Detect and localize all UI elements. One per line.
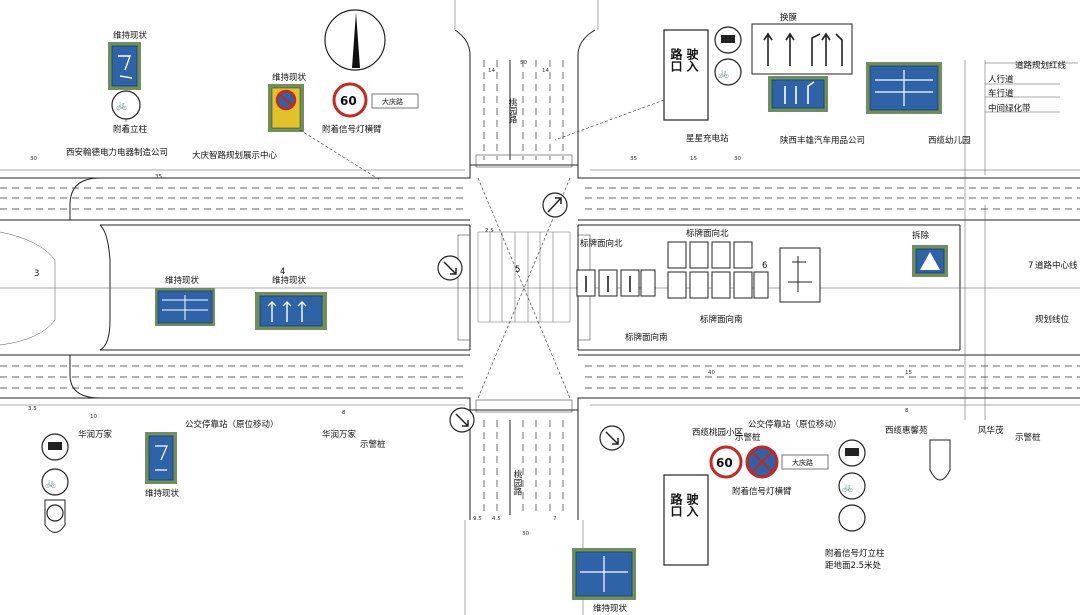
dim-10: 10 <box>90 414 97 420</box>
maintain-label-bottom-left: 维持现状 <box>145 488 180 499</box>
warning-pile-2: 示警桩 <box>735 432 761 443</box>
bicycle-icon-bottom-right: 🚲 <box>842 483 853 493</box>
huarun-mid-label: 华润万家 <box>322 429 357 440</box>
dim-50: 50 <box>520 60 527 66</box>
bottom-right-sign-stack: 🚲 附着信号灯立柱 距地面2.5米处 <box>825 439 885 571</box>
warning-pile-3: 示警桩 <box>1015 432 1041 443</box>
dim-25: 2.5 <box>485 228 494 234</box>
kerb-post-right <box>929 439 951 481</box>
center-line-label: 道路中心线 <box>1035 260 1078 271</box>
warning-pile-1: 示警桩 <box>360 439 386 450</box>
bicycle-icon-bottom-left: 🚲 <box>45 479 56 489</box>
kindergarten-label: 西缆幼儿园 <box>928 135 971 146</box>
dim-30: 30 <box>30 156 37 162</box>
sign-face-south-1: 标牌面向南 <box>625 332 668 343</box>
cross-section-4: 4 <box>280 267 285 277</box>
bottom-speed-sign-group: 60 大庆路 附着信号灯横臂 <box>709 445 829 497</box>
replace-film-sign: 换膜 陕西丰雄汽车用品公司 <box>751 12 865 146</box>
xingxing-label: 星星充电站 <box>686 133 729 144</box>
legend-red-line-label: 道路规划红线 <box>1015 60 1067 71</box>
attach-light-pole-label: 附着信号灯立柱 <box>825 548 885 559</box>
direction-sign-top-right: 西缆幼儿园 <box>866 62 971 146</box>
maintain-label-mid: 维持现状 <box>272 275 307 286</box>
huarun-left-label: 华润万家 <box>78 429 113 440</box>
maintain-label-top: 维持现状 <box>113 30 148 41</box>
fengxiong-label: 陕西丰雄汽车用品公司 <box>780 135 865 146</box>
daqing-center-label: 大庆智路规划展示中心 <box>192 150 278 161</box>
turn-sign-top: 驶入 路口 🚲 星星充电站 <box>554 26 742 144</box>
median-sign-left: 维持现状 3 <box>34 269 215 326</box>
xilan-community-label: 西缆桃园小区 <box>692 427 744 438</box>
signal-signs-right: 标牌面向北 标牌面向南 6 <box>667 228 821 325</box>
bicycle-icon-top-right: 🚲 <box>718 69 729 79</box>
bus-stop-left-label: 公交停靠站（原位移动） <box>185 419 279 430</box>
dim-30c: 30 <box>522 531 529 537</box>
maintain-label-mid-left: 维持现状 <box>165 275 200 286</box>
bicycle-icon: 🚲 <box>116 101 127 111</box>
remove-sign: 拆除 <box>912 230 948 277</box>
attach-signal-arm-bottom-label: 附着信号灯横臂 <box>732 486 792 497</box>
bottom-direction-sign: 维持现状 <box>572 548 636 614</box>
sign-face-south-2: 标牌面向南 <box>700 314 743 325</box>
dim-30b: 30 <box>734 156 741 162</box>
bus-stop-right-label: 公交停靠站（原位移动） <box>748 419 842 430</box>
dim-15b: 15 <box>905 370 912 376</box>
dim-40: 40 <box>708 370 715 376</box>
turn-sign-top-col2: 路口 <box>669 47 683 73</box>
east-west-road <box>0 164 1080 411</box>
turn-sign-bottom-col1: 驶入 <box>685 492 699 518</box>
speed-limit-value-bottom: 60 <box>716 456 733 470</box>
attach-pole-label: 附着立柱 <box>113 124 148 135</box>
xilan-huiyuan-label: 西缆惠馨苑 <box>885 425 928 436</box>
remove-label: 拆除 <box>912 230 930 241</box>
cross-section-5: 5 <box>515 265 520 275</box>
median-sign-mid: 维持现状 4 <box>255 267 327 330</box>
legend-roadway-label: 车行道 <box>988 88 1014 99</box>
top-left-sign-group: 维持现状 🚲 附着立柱 <box>108 30 148 135</box>
daqing-road-sign-top: 大庆路 <box>382 97 403 106</box>
plan-line-label: 规划线位 <box>1035 314 1070 325</box>
turn-sign-bottom: 驶入 路口 <box>663 474 709 566</box>
dim-95: 9.5 <box>473 516 482 522</box>
legend: 道路规划红线 人行道 车行道 中间绿化带 道路中心线 规划线位 7 <box>964 60 1078 420</box>
dim-7: 7 <box>553 516 557 522</box>
company-xian-label: 西安翰德电力电器制造公司 <box>66 147 168 158</box>
fenghuamao-label: 风华茂 <box>978 425 1004 436</box>
dim-14a: 14 <box>488 68 495 74</box>
taoyuan-north-label: 桃园路 <box>507 97 517 124</box>
maintain-label-bottom: 维持现状 <box>593 603 628 614</box>
ground-height-label: 距地面2.5米处 <box>825 560 882 571</box>
cross-section-6: 6 <box>762 261 767 271</box>
turn-sign-top-col1: 驶入 <box>685 47 699 73</box>
dim-35b: 35 <box>630 156 637 162</box>
dim-8b: 8 <box>905 408 909 414</box>
bottom-left-photo-sign: 维持现状 <box>145 432 180 499</box>
north-arrow <box>324 9 386 71</box>
no-parking-sign-group: 维持现状 <box>268 72 381 181</box>
attach-signal-arm-top-label: 附着信号灯横臂 <box>322 124 382 135</box>
speed-limit-value-top: 60 <box>340 94 357 108</box>
signal-signs-left: 标牌面向北 标牌面向南 <box>576 238 668 343</box>
legend-sidewalk-label: 人行道 <box>988 74 1014 85</box>
daqing-road-sign-bottom: 大庆路 <box>792 458 813 467</box>
legend-median-label: 中间绿化带 <box>988 103 1031 114</box>
turn-sign-bottom-col2: 路口 <box>669 492 683 518</box>
taoyuan-south-label: 桃园路 <box>512 469 522 496</box>
dim-35a: 35 <box>155 174 162 180</box>
dim-14b: 14 <box>542 68 549 74</box>
bottom-left-sign-stack: 🚲 <box>41 433 69 533</box>
dim-35c: 3.5 <box>28 406 37 412</box>
dim-45: 4.5 <box>492 516 501 522</box>
dim-15: 15 <box>690 156 697 162</box>
speed-sign-top-group: 60 大庆路 附着信号灯横臂 <box>322 82 419 135</box>
dim-8: 8 <box>342 410 346 416</box>
cross-section-7: 7 <box>1028 261 1033 271</box>
sign-face-north-2: 标牌面向北 <box>686 228 729 239</box>
cross-section-3: 3 <box>34 269 39 279</box>
replace-label: 换膜 <box>780 12 798 23</box>
maintain-label-no-parking: 维持现状 <box>272 72 307 83</box>
road-arrow-markers <box>437 192 625 451</box>
sign-face-north-1: 标牌面向北 <box>580 238 623 249</box>
